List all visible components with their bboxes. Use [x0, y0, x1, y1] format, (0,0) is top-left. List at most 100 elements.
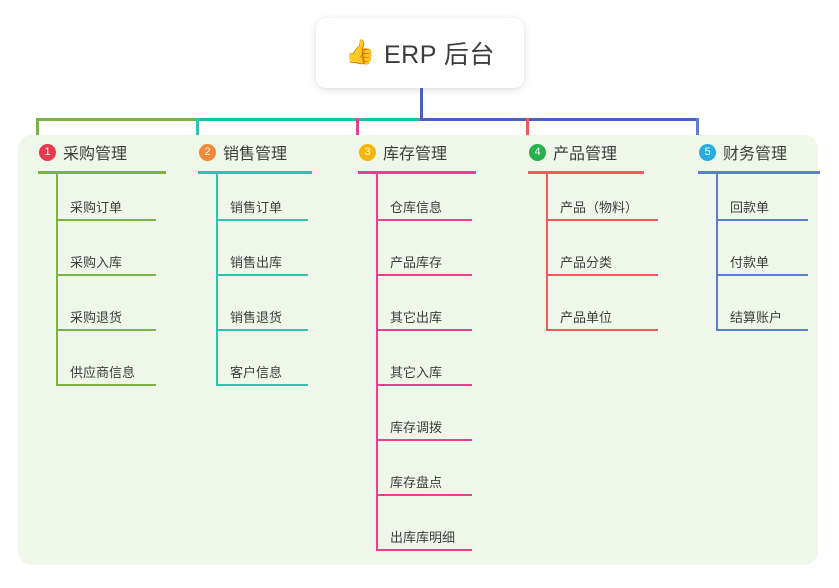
branch-title-4: 产品管理: [553, 146, 618, 163]
branch-item-label: 结算账户: [730, 310, 783, 325]
branch-item-rule: [376, 494, 472, 496]
root-node-title: ERP 后台: [383, 41, 495, 69]
branch-item-label: 销售订单: [230, 200, 283, 215]
branch-header-rule-4: [528, 171, 644, 174]
branch-item-rule: [546, 274, 658, 276]
branch-item-label: 仓库信息: [390, 200, 443, 215]
branch-index-badge-2: 2: [199, 143, 216, 161]
branch-item-rule: [376, 384, 472, 386]
branch-item[interactable]: 仓库信息: [376, 181, 472, 221]
branch-header-rule-2: [198, 171, 312, 174]
branch-item-rule: [56, 219, 156, 221]
branch-item[interactable]: 结算账户: [716, 291, 808, 331]
branch-header-1[interactable]: 1 采购管理: [18, 135, 178, 169]
root-stem: [420, 88, 423, 121]
branch-column-1: 1 采购管理采购订单采购入库采购退货供应商信息: [18, 135, 178, 386]
branch-title-2: 销售管理: [223, 146, 288, 163]
branch-item-rule: [376, 549, 472, 551]
branch-header-5[interactable]: 5 财务管理: [678, 135, 838, 169]
branch-spine-1: [56, 174, 58, 386]
bus-segment-indigo: [420, 118, 699, 121]
branch-header-rule-5: [698, 171, 820, 174]
branch-item-rule: [376, 329, 472, 331]
branch-title-3: 库存管理: [383, 146, 448, 163]
branch-spine-2: [216, 174, 218, 386]
branch-item-rule: [56, 329, 156, 331]
branch-item[interactable]: 供应商信息: [56, 346, 156, 386]
branch-item[interactable]: 销售退货: [216, 291, 308, 331]
branch-column-5: 5 财务管理回款单付款单结算账户: [678, 135, 838, 331]
branch-item-label: 销售出库: [230, 255, 283, 270]
branch-item-rule: [56, 384, 156, 386]
branch-item[interactable]: 销售订单: [216, 181, 308, 221]
branch-item-rule: [376, 274, 472, 276]
branch-item[interactable]: 客户信息: [216, 346, 308, 386]
branch-header-2[interactable]: 2 销售管理: [178, 135, 338, 169]
branch-item-rule: [376, 219, 472, 221]
branch-column-3: 3 库存管理仓库信息产品库存其它出库其它入库库存调拨库存盘点出库库明细: [338, 135, 498, 551]
branch-item-label: 采购入库: [70, 255, 123, 270]
branch-item[interactable]: 其它入库: [376, 346, 472, 386]
branch-item-label: 产品库存: [390, 255, 443, 270]
branch-item-label: 采购退货: [70, 310, 123, 325]
branch-column-2: 2 销售管理销售订单销售出库销售退货客户信息: [178, 135, 338, 386]
branch-index-badge-3: 3: [359, 143, 376, 161]
branch-item-rule: [56, 274, 156, 276]
branch-item-label: 库存盘点: [390, 475, 443, 490]
branch-index-badge-1: 1: [39, 143, 56, 161]
bus-segment-teal: [196, 118, 420, 121]
thumbs-up-icon: 👍: [345, 39, 375, 66]
branches-panel: 1 采购管理采购订单采购入库采购退货供应商信息 2 销售管理销售订单销售出库销售退货客…: [18, 135, 820, 565]
branch-item[interactable]: 产品库存: [376, 236, 472, 276]
branch-item-label: 销售退货: [230, 310, 283, 325]
branch-index-badge-5: 5: [699, 143, 716, 161]
branch-item-rule: [716, 219, 808, 221]
branch-item-label: 库存调拨: [390, 420, 443, 435]
branch-title-1: 采购管理: [63, 146, 128, 163]
branch-item-rule: [216, 219, 308, 221]
branch-item-label: 产品（物料）: [560, 200, 639, 215]
branch-item-label: 产品单位: [560, 310, 613, 325]
branch-item[interactable]: 采购订单: [56, 181, 156, 221]
branch-item-rule: [546, 219, 658, 221]
branch-spine-4: [546, 174, 548, 331]
branch-spine-5: [716, 174, 718, 331]
branch-item-label: 其它入库: [390, 365, 443, 380]
branch-item-rule: [546, 329, 658, 331]
branch-item[interactable]: 出库库明细: [376, 511, 472, 551]
branch-item[interactable]: 产品单位: [546, 291, 658, 331]
branch-item-label: 回款单: [730, 200, 770, 215]
branch-header-rule-1: [38, 171, 166, 174]
branch-item[interactable]: 采购退货: [56, 291, 156, 331]
branch-item[interactable]: 产品（物料）: [546, 181, 658, 221]
branch-item[interactable]: 库存盘点: [376, 456, 472, 496]
root-node-erp-backend[interactable]: 👍 ERP 后台: [316, 18, 524, 88]
branch-item[interactable]: 采购入库: [56, 236, 156, 276]
branch-item[interactable]: 销售出库: [216, 236, 308, 276]
branch-item-label: 其它出库: [390, 310, 443, 325]
bus-segment-green: [36, 118, 196, 121]
branch-item[interactable]: 回款单: [716, 181, 808, 221]
branch-item[interactable]: 付款单: [716, 236, 808, 276]
branch-item-label: 采购订单: [70, 200, 123, 215]
branch-item-rule: [376, 439, 472, 441]
branch-item-rule: [216, 329, 308, 331]
branch-item-rule: [716, 274, 808, 276]
branch-item[interactable]: 其它出库: [376, 291, 472, 331]
branch-item-rule: [216, 384, 308, 386]
branch-title-5: 财务管理: [723, 146, 788, 163]
branch-header-3[interactable]: 3 库存管理: [338, 135, 498, 169]
branch-item-label: 客户信息: [230, 365, 283, 380]
branch-spine-3: [376, 174, 378, 551]
branch-item[interactable]: 库存调拨: [376, 401, 472, 441]
branch-item-label: 付款单: [730, 255, 770, 270]
branch-item-label: 产品分类: [560, 255, 613, 270]
branch-item-rule: [216, 274, 308, 276]
branch-item-label: 供应商信息: [70, 365, 136, 380]
branch-item-rule: [716, 329, 808, 331]
branch-header-rule-3: [358, 171, 476, 174]
branch-item[interactable]: 产品分类: [546, 236, 658, 276]
